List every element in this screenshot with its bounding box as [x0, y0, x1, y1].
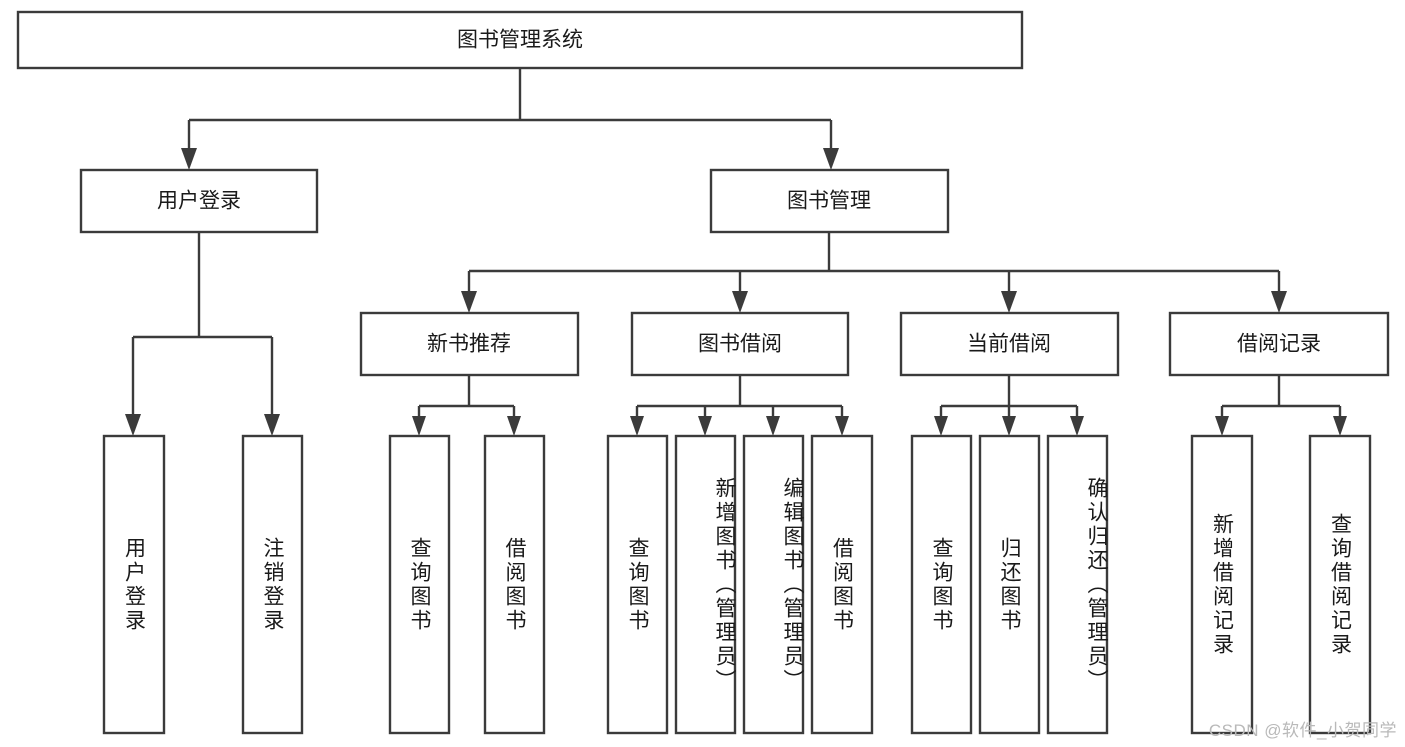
leaf-box-return-book[interactable] — [978, 434, 1041, 735]
leaf-box-add-record[interactable] — [1190, 434, 1254, 735]
node-book-borrow[interactable]: 图书借阅 — [630, 311, 850, 377]
node-root[interactable]: 图书管理系统 — [16, 10, 1024, 70]
node-current-borrow[interactable]: 当前借阅 — [899, 311, 1120, 377]
arrowhead-leaf-user-login — [125, 414, 141, 436]
arrowhead-borrow-leaf-3 — [766, 416, 780, 436]
arrowhead-borrow-leaf-2 — [698, 416, 712, 436]
leaf-box-add-book[interactable] — [674, 434, 737, 735]
node-root-label: 图书管理系统 — [457, 29, 583, 52]
leaf-box-user-login[interactable] — [102, 434, 166, 735]
arrowhead-current-borrow — [1001, 291, 1017, 313]
connector-layer — [125, 68, 1347, 436]
node-current-borrow-box[interactable] — [899, 311, 1120, 377]
leaf-box-borrow-book[interactable] — [810, 434, 874, 735]
node-root-box[interactable] — [16, 10, 1024, 70]
node-user-login-box[interactable] — [79, 168, 319, 234]
arrowhead-borrow-record — [1271, 291, 1287, 313]
leaf-box-logout[interactable] — [241, 434, 304, 735]
arrowhead-leaf-logout — [264, 414, 280, 436]
arrowhead-borrow-leaf-4 — [835, 416, 849, 436]
arrowhead-record-leaf-1 — [1215, 416, 1229, 436]
node-borrow-record-box[interactable] — [1168, 311, 1390, 377]
arrowhead-current-leaf-2 — [1002, 416, 1016, 436]
arrowhead-borrow-leaf-1 — [630, 416, 644, 436]
leaf-box-confirm-return[interactable] — [1046, 434, 1109, 735]
leaf-box-query-book-borrow[interactable] — [606, 434, 669, 735]
node-book-management-box[interactable] — [709, 168, 950, 234]
node-current-borrow-label: 当前借阅 — [967, 333, 1051, 356]
node-user-login-label: 用户登录 — [157, 190, 241, 213]
node-borrow-record-label: 借阅记录 — [1237, 333, 1321, 356]
arrowhead-current-leaf-1 — [934, 416, 948, 436]
node-new-book-recommend-box[interactable] — [359, 311, 580, 377]
leaf-box-query-record[interactable] — [1308, 434, 1372, 735]
arrowhead-book-borrow — [732, 291, 748, 313]
arrowhead-current-leaf-3 — [1070, 416, 1084, 436]
leaf-node-layer — [102, 434, 1372, 735]
arrowhead-record-leaf-2 — [1333, 416, 1347, 436]
arrowhead-user-login — [181, 148, 197, 170]
node-book-management-label: 图书管理 — [787, 190, 871, 213]
leaf-box-query-book-rec[interactable] — [388, 434, 451, 735]
arrowhead-newbook-leaf-2 — [507, 416, 521, 436]
arrowhead-newbook-leaf-1 — [412, 416, 426, 436]
watermark-text: CSDN @软件_小贺同学 — [1208, 721, 1397, 740]
leaf-box-edit-book[interactable] — [742, 434, 805, 735]
node-borrow-record[interactable]: 借阅记录 — [1168, 311, 1390, 377]
node-new-book-recommend[interactable]: 新书推荐 — [359, 311, 580, 377]
node-book-management[interactable]: 图书管理 — [709, 168, 950, 234]
node-user-login[interactable]: 用户登录 — [79, 168, 319, 234]
node-new-book-recommend-label: 新书推荐 — [427, 333, 511, 356]
node-book-borrow-label: 图书借阅 — [698, 333, 782, 356]
leaf-box-query-book-cur[interactable] — [910, 434, 973, 735]
leaf-box-borrow-book-rec[interactable] — [483, 434, 546, 735]
arrowhead-new-book-rec — [461, 291, 477, 313]
node-book-borrow-box[interactable] — [630, 311, 850, 377]
arrowhead-book-manage — [823, 148, 839, 170]
